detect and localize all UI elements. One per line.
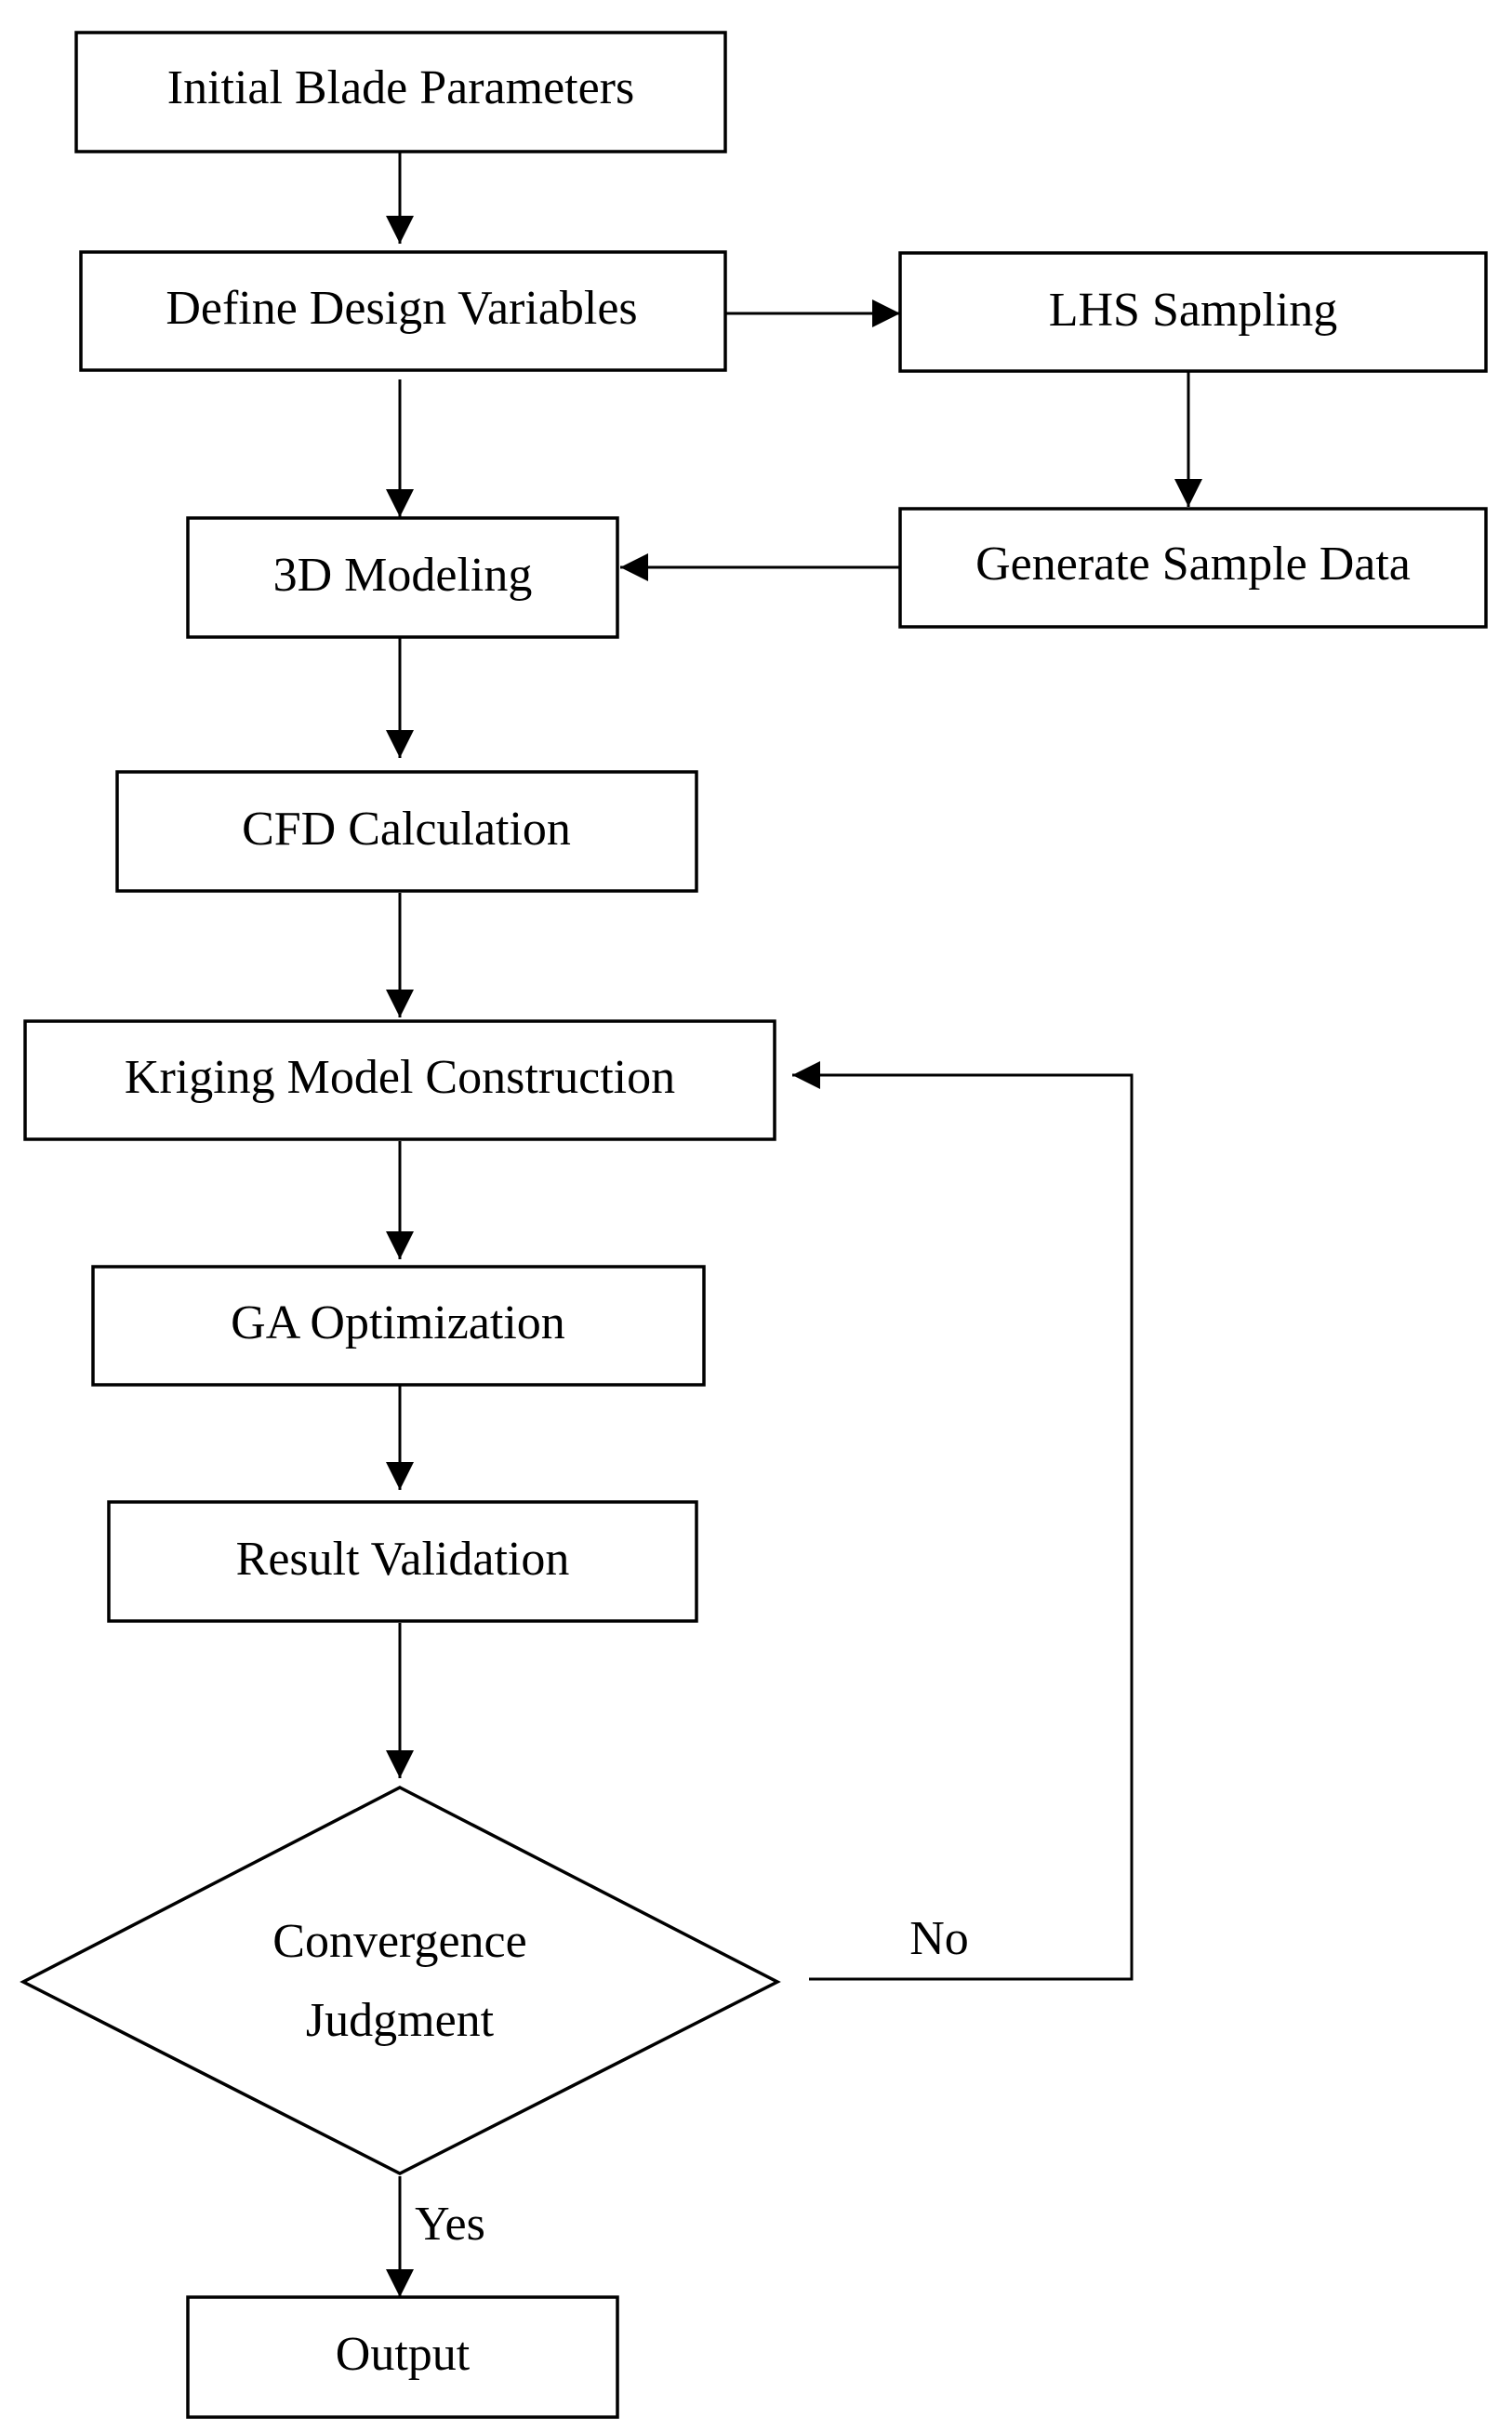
node-convergence-label-line2: Judgment xyxy=(306,1994,495,2047)
node-cfd-calculation: CFD Calculation xyxy=(115,770,698,893)
node-result-validation-label: Result Validation xyxy=(236,1533,570,1586)
node-convergence-label-line1: Convergence xyxy=(272,1915,526,1968)
node-generate-data: Generate Sample Data xyxy=(898,507,1488,629)
node-cfd-calculation-label: CFD Calculation xyxy=(242,803,571,856)
node-initial-params: Initial Blade Parameters xyxy=(74,31,727,153)
node-initial-params-label: Initial Blade Parameters xyxy=(167,61,634,114)
node-3d-modeling-label: 3D Modeling xyxy=(273,549,533,602)
node-ga-optimization-label: GA Optimization xyxy=(231,1296,565,1349)
connectors xyxy=(386,152,1202,2297)
node-define-vars: Define Design Variables xyxy=(79,250,727,372)
node-define-vars-label: Define Design Variables xyxy=(166,282,637,335)
node-3d-modeling: 3D Modeling xyxy=(186,516,619,639)
node-kriging: Kriging Model Construction xyxy=(23,1019,776,1141)
node-ga-optimization: GA Optimization xyxy=(91,1265,706,1387)
node-lhs-sampling-label: LHS Sampling xyxy=(1049,284,1338,337)
node-kriging-label: Kriging Model Construction xyxy=(125,1051,675,1104)
node-output-label: Output xyxy=(336,2328,471,2381)
branch-yes-label: Yes xyxy=(415,2198,485,2251)
node-output: Output xyxy=(186,2295,619,2419)
node-lhs-sampling: LHS Sampling xyxy=(898,251,1488,373)
node-result-validation: Result Validation xyxy=(107,1500,698,1623)
node-generate-data-label: Generate Sample Data xyxy=(975,538,1411,591)
arrow-convergence-no-to-kriging xyxy=(792,1061,1134,1981)
branch-no-label: No xyxy=(909,1912,969,1965)
node-convergence-judgment: Convergence Judgment xyxy=(20,1786,781,2175)
